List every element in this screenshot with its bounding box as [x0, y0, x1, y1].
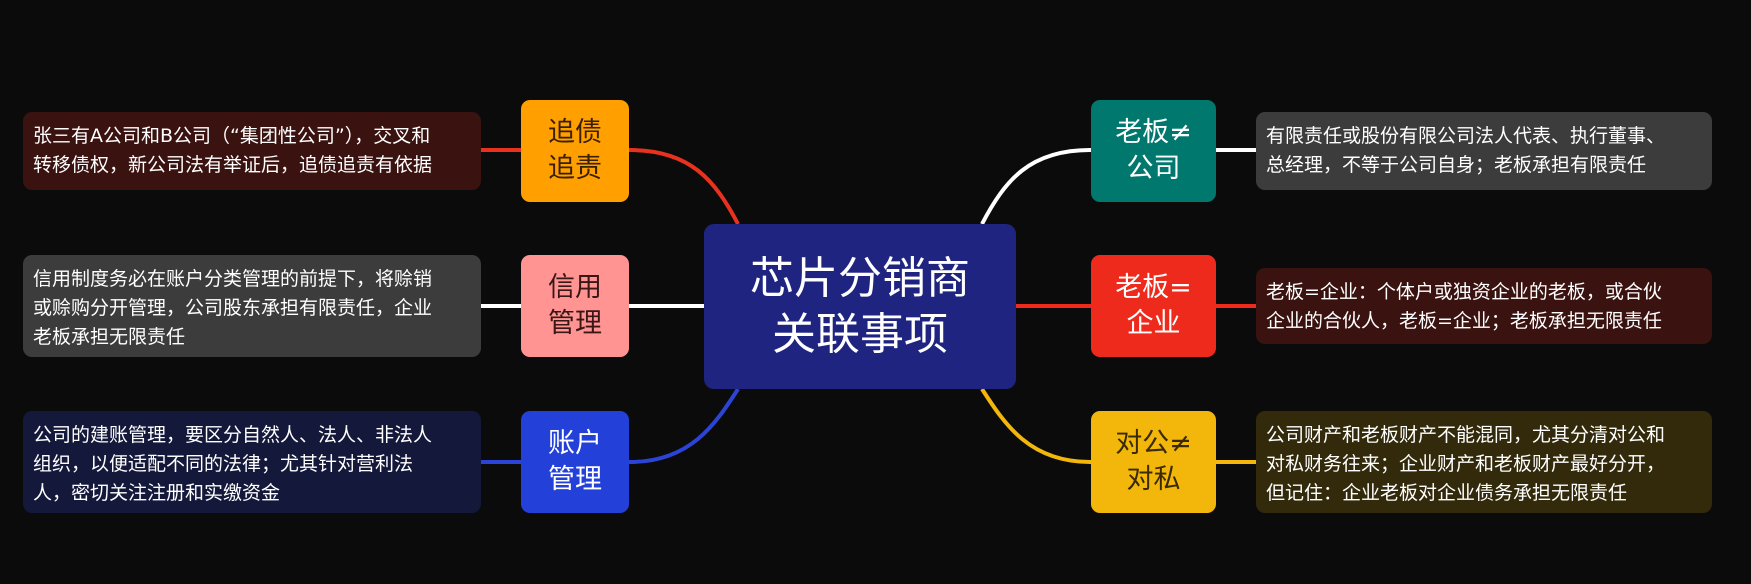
- branch-credit-management[interactable]: 信用 管理: [521, 255, 629, 357]
- branch-account-management[interactable]: 账户 管理: [521, 411, 629, 513]
- connector-right-2: [980, 387, 1256, 464]
- branch-debt-recovery-description: 张三有A公司和B公司（“集团性公司”），交叉和 转移债权，新公司法有举证后，追债…: [23, 112, 481, 190]
- connector-left-0: [481, 148, 740, 225]
- connector-left-2: [481, 387, 740, 464]
- branch-debt-recovery[interactable]: 追债 追责: [521, 100, 629, 202]
- branch-boss-equals-enterprise-description: 老板=企业：个体户或独资企业的老板，或合伙 企业的合伙人，老板=企业；老板承担无…: [1256, 268, 1712, 344]
- branch-boss-not-company-description: 有限责任或股份有限公司法人代表、执行董事、 总经理，不等于公司自身；老板承担有限…: [1256, 112, 1712, 190]
- branch-boss-not-company[interactable]: 老板≠ 公司: [1091, 100, 1216, 202]
- connector-right-0: [980, 148, 1256, 225]
- branch-credit-management-description: 信用制度务必在账户分类管理的前提下，将赊销 或赊购分开管理，公司股东承担有限责任…: [23, 255, 481, 357]
- central-topic[interactable]: 芯片分销商 关联事项: [704, 224, 1016, 389]
- branch-account-management-description: 公司的建账管理，要区分自然人、法人、非法人 组织，以便适配不同的法律；尤其针对营…: [23, 411, 481, 513]
- branch-public-vs-private-description: 公司财产和老板财产不能混同，尤其分清对公和 对私财务往来；企业财产和老板财产最好…: [1256, 411, 1712, 513]
- branch-boss-equals-enterprise[interactable]: 老板= 企业: [1091, 255, 1216, 357]
- branch-public-vs-private[interactable]: 对公≠ 对私: [1091, 411, 1216, 513]
